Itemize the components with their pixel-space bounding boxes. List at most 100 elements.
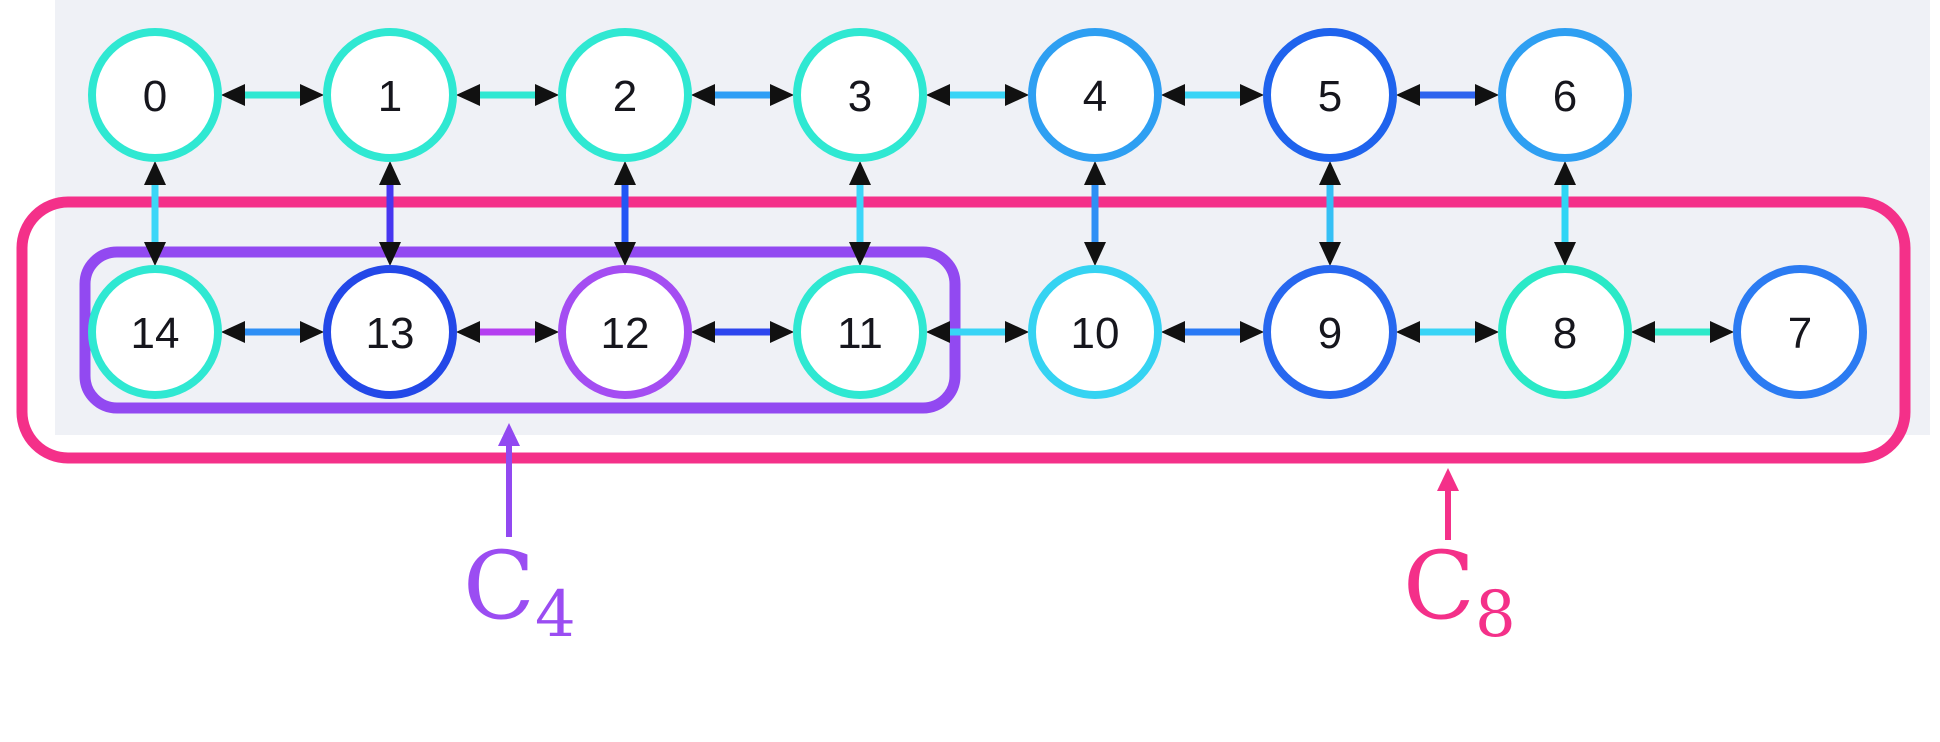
arrowhead-left-icon [926, 321, 950, 343]
node-6: 6 [1498, 28, 1632, 162]
node-circle-9 [1263, 265, 1397, 399]
arrowhead-down-icon [614, 242, 636, 266]
node-2: 2 [558, 28, 692, 162]
node-circle-3 [793, 28, 927, 162]
arrowhead-down-icon [144, 242, 166, 266]
node-label-3: 3 [848, 72, 872, 121]
group-callout-C4: C4 [463, 423, 576, 652]
group-callout-C8: C8 [1403, 468, 1516, 652]
group-label-C8: C8 [1403, 532, 1516, 652]
node-3: 3 [793, 28, 927, 162]
edge-1-2 [456, 84, 559, 106]
pointer-arrowhead-icon-C8 [1437, 468, 1459, 491]
arrowhead-down-icon [1084, 242, 1106, 266]
node-label-2: 2 [613, 72, 637, 121]
arrowhead-right-icon [300, 321, 324, 343]
node-label-10: 10 [1071, 309, 1120, 358]
arrowhead-up-icon [379, 161, 401, 185]
edge-0-1 [221, 84, 324, 106]
node-label-6: 6 [1553, 72, 1577, 121]
node-circle-8 [1498, 265, 1632, 399]
node-11: 11 [793, 265, 927, 399]
arrowhead-up-icon [614, 161, 636, 185]
arrowhead-left-icon [1396, 321, 1420, 343]
arrowhead-up-icon [1084, 161, 1106, 185]
arrowhead-left-icon [456, 321, 480, 343]
arrowhead-down-icon [1554, 242, 1576, 266]
edge-3-4 [926, 84, 1029, 106]
node-9: 9 [1263, 265, 1397, 399]
edge-12-11 [691, 321, 794, 343]
arrowhead-right-icon [1475, 321, 1499, 343]
arrowhead-down-icon [849, 242, 871, 266]
edge-5-9 [1319, 161, 1341, 266]
node-label-7: 7 [1788, 309, 1812, 358]
arrowhead-up-icon [1319, 161, 1341, 185]
edge-1-13 [379, 161, 401, 266]
node-circle-1 [323, 28, 457, 162]
edge-13-12 [456, 321, 559, 343]
node-14: 14 [88, 265, 222, 399]
node-5: 5 [1263, 28, 1397, 162]
arrowhead-left-icon [926, 84, 950, 106]
arrowhead-right-icon [770, 84, 794, 106]
edge-9-8 [1396, 321, 1499, 343]
edge-5-6 [1396, 84, 1499, 106]
node-label-1: 1 [378, 72, 402, 121]
arrowhead-up-icon [1554, 161, 1576, 185]
arrowhead-left-icon [456, 84, 480, 106]
node-circle-12 [558, 265, 692, 399]
arrowhead-down-icon [1319, 242, 1341, 266]
arrowhead-right-icon [535, 84, 559, 106]
node-label-14: 14 [131, 309, 180, 358]
node-4: 4 [1028, 28, 1162, 162]
arrowhead-up-icon [144, 161, 166, 185]
edge-14-13 [221, 321, 324, 343]
arrowhead-left-icon [691, 84, 715, 106]
node-1: 1 [323, 28, 457, 162]
node-circle-2 [558, 28, 692, 162]
arrowhead-right-icon [1475, 84, 1499, 106]
arrowhead-left-icon [221, 84, 245, 106]
edge-2-3 [691, 84, 794, 106]
node-13: 13 [323, 265, 457, 399]
node-circle-5 [1263, 28, 1397, 162]
node-7: 7 [1733, 265, 1867, 399]
arrowhead-right-icon [770, 321, 794, 343]
arrowhead-down-icon [379, 242, 401, 266]
node-label-8: 8 [1553, 309, 1577, 358]
arrowhead-left-icon [221, 321, 245, 343]
node-12: 12 [558, 265, 692, 399]
node-circle-11 [793, 265, 927, 399]
arrowhead-right-icon [1710, 321, 1734, 343]
arrowhead-right-icon [1240, 321, 1264, 343]
node-label-5: 5 [1318, 72, 1342, 121]
node-label-0: 0 [143, 72, 167, 121]
node-circle-13 [323, 265, 457, 399]
edge-8-7 [1631, 321, 1734, 343]
node-0: 0 [88, 28, 222, 162]
edge-4-10 [1084, 161, 1106, 266]
node-circle-0 [88, 28, 222, 162]
edge-6-8 [1554, 161, 1576, 266]
node-label-12: 12 [601, 309, 650, 358]
node-circle-4 [1028, 28, 1162, 162]
arrowhead-up-icon [849, 161, 871, 185]
node-label-9: 9 [1318, 309, 1342, 358]
arrowhead-left-icon [691, 321, 715, 343]
arrowhead-right-icon [1005, 321, 1029, 343]
node-label-11: 11 [837, 309, 883, 358]
arrowhead-right-icon [1240, 84, 1264, 106]
node-label-13: 13 [366, 309, 415, 358]
edge-10-9 [1161, 321, 1264, 343]
pointer-arrowhead-icon-C4 [498, 423, 520, 446]
node-circle-7 [1733, 265, 1867, 399]
edge-3-11 [849, 161, 871, 266]
arrowhead-right-icon [535, 321, 559, 343]
edge-2-12 [614, 161, 636, 266]
node-8: 8 [1498, 265, 1632, 399]
arrowhead-right-icon [1005, 84, 1029, 106]
arrowhead-left-icon [1396, 84, 1420, 106]
